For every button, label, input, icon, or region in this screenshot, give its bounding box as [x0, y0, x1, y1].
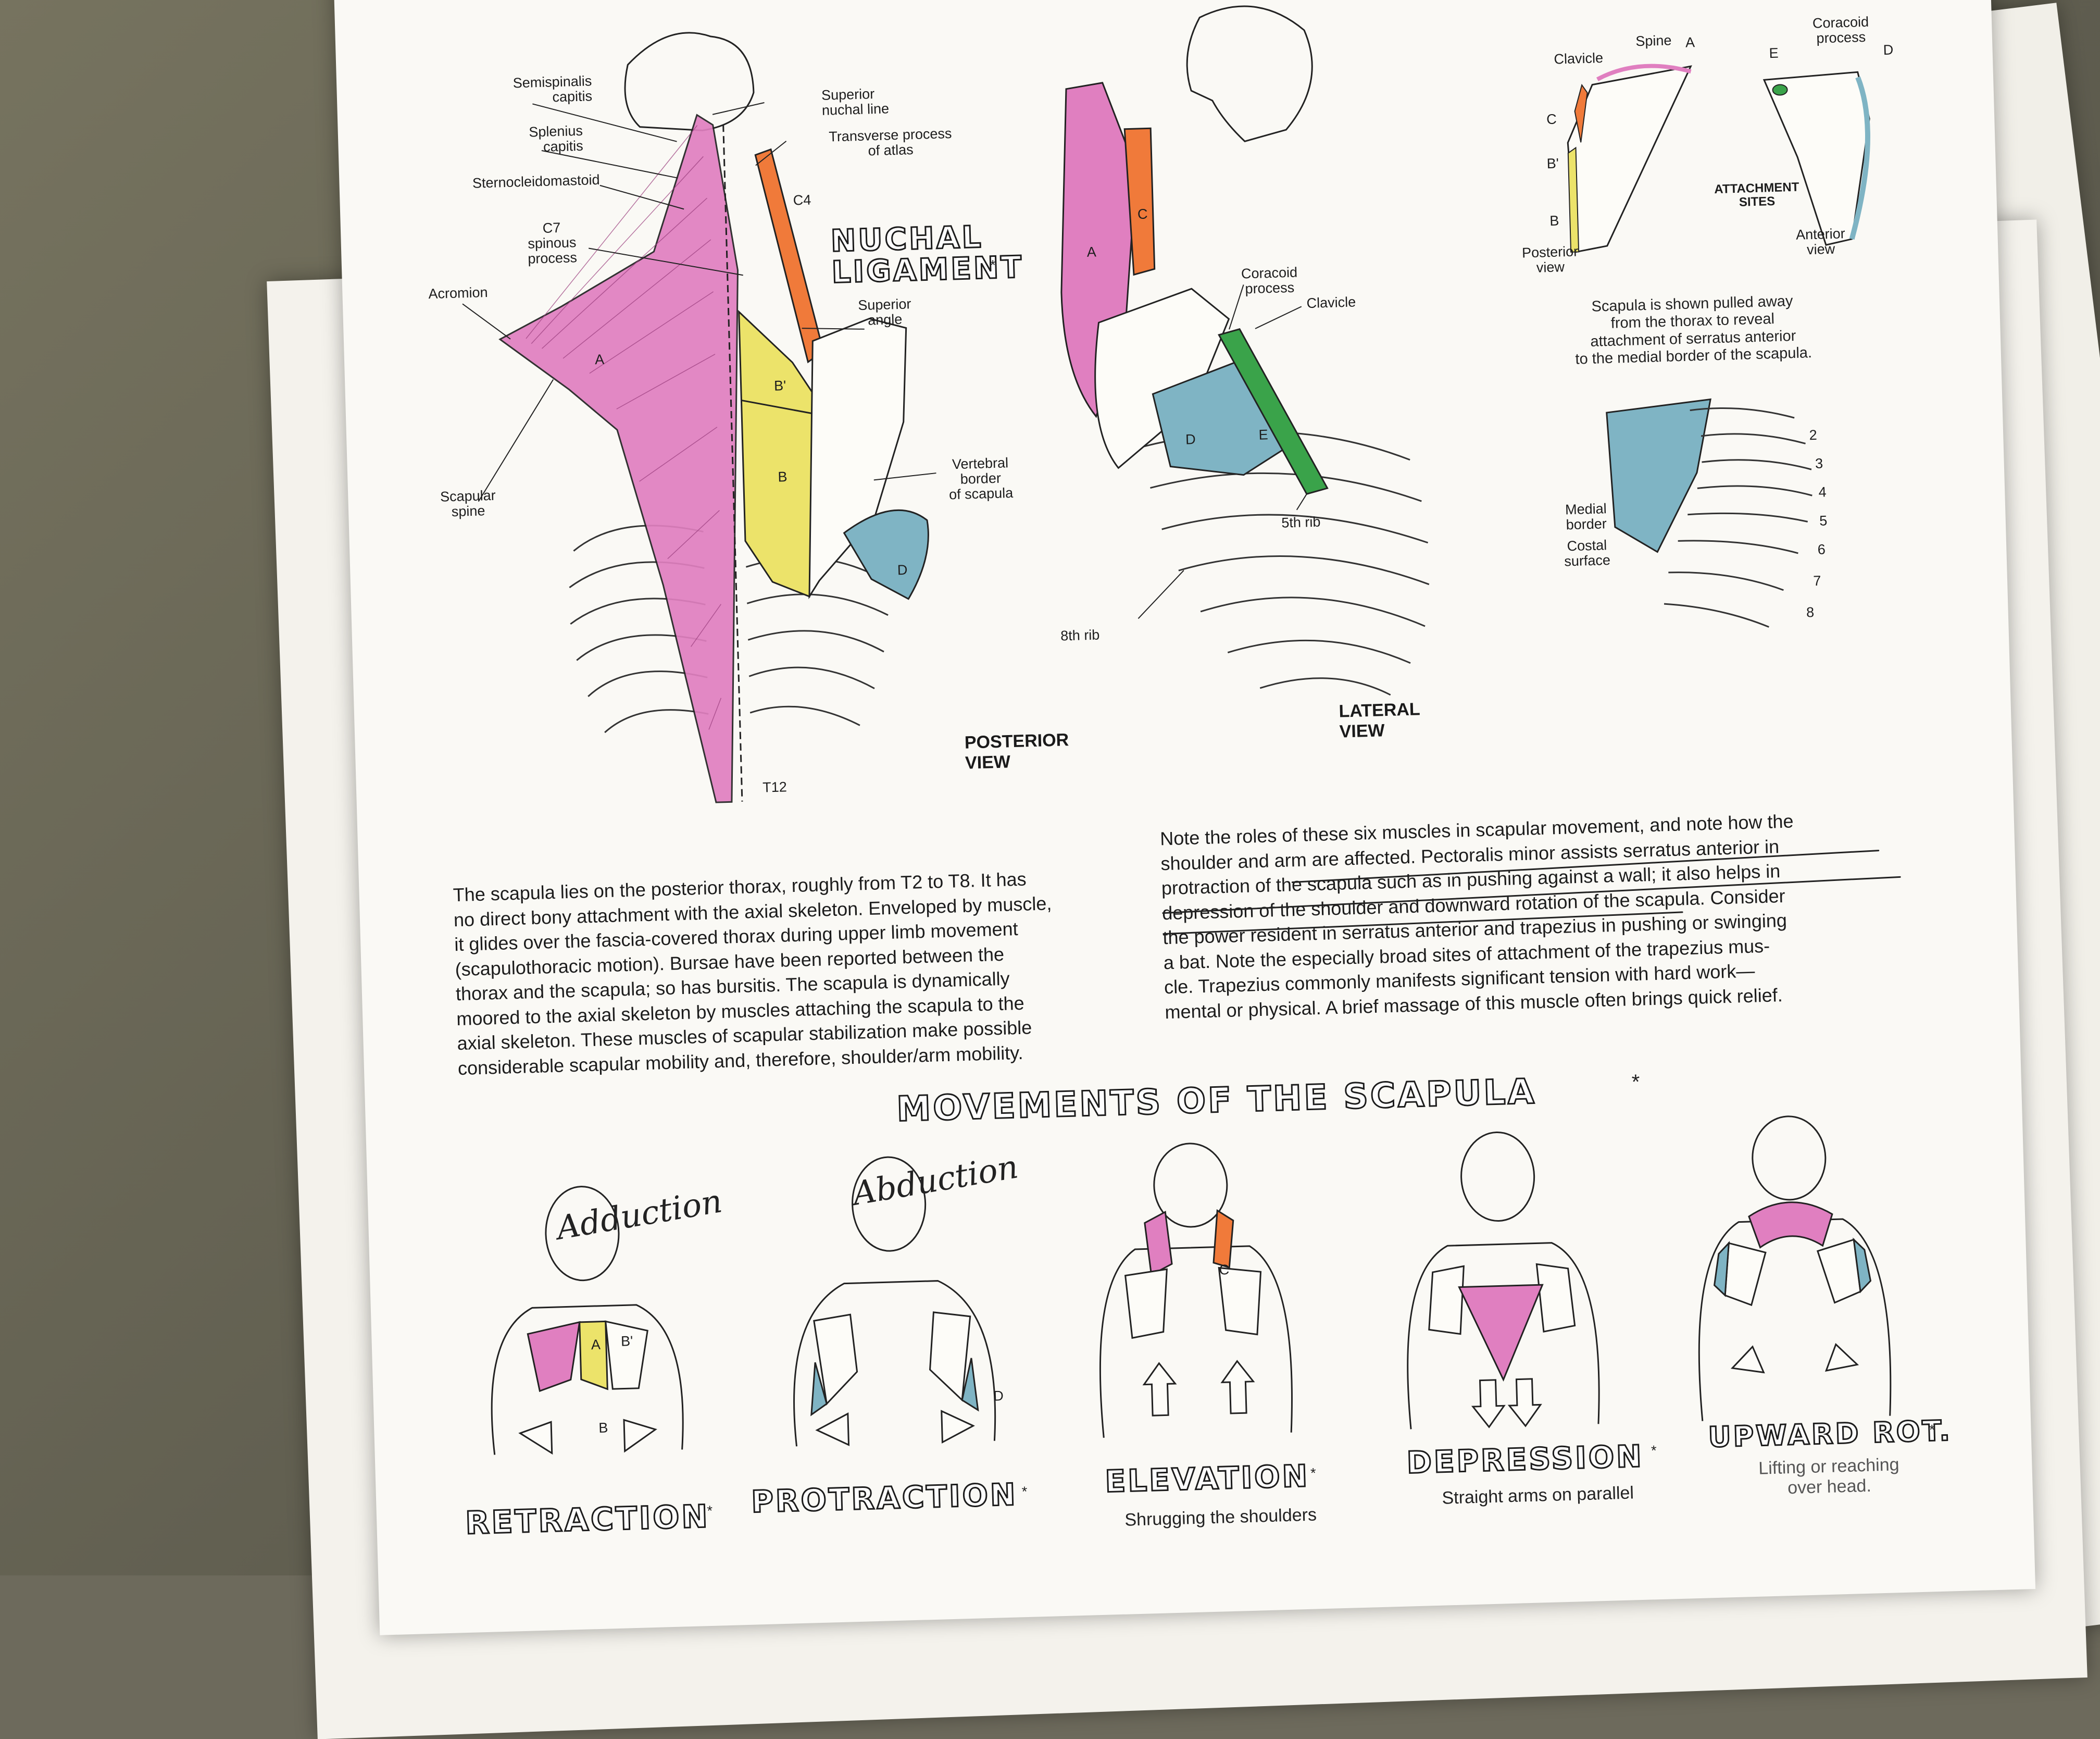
movements-title-asterisk: * [1631, 1070, 1641, 1094]
lateral-view-illustration [1060, 5, 1430, 696]
label-coracoid-process: Coracoid process [1241, 264, 1298, 297]
posterior-view-figure: Semispinalis capitis Splenius capitis St… [333, 0, 1069, 854]
rib-number: 4 [1818, 484, 1827, 500]
label-attach-coracoid: Coracoid process [1812, 14, 1869, 46]
label-superior-angle: Superior angle [857, 296, 911, 328]
rib-number: 2 [1809, 427, 1818, 443]
rib-number: 8 [1806, 604, 1815, 620]
label-superior-nuchal-line: Superior nuchal line [821, 86, 890, 119]
label-attach-clavicle: Clavicle [1554, 49, 1604, 67]
elevation-figure [1099, 1142, 1293, 1438]
lateral-letter-a: A [1086, 244, 1097, 260]
fig-letter-a: A [591, 1336, 601, 1353]
upward-rotation-figure [1698, 1115, 1892, 1421]
label-attachment-sites: ATTACHMENT SITES [1714, 180, 1799, 209]
rib-number: 6 [1817, 541, 1826, 557]
lateral-letter-d: D [1185, 431, 1196, 448]
movement-asterisk: * [1651, 1443, 1657, 1459]
rib-number: 3 [1815, 455, 1823, 471]
label-medial-border: Medial border [1565, 501, 1607, 533]
anatomy-coloring-page: Semispinalis capitis Splenius capitis St… [333, 0, 2036, 1635]
scapula-description-left: The scapula lies on the posterior thorax… [453, 863, 1145, 1080]
movement-elevation: ELEVATION [1104, 1457, 1310, 1500]
label-8th-rib: 8th rib [1060, 627, 1100, 644]
movement-upward-rotation: UPWARD ROT. [1707, 1413, 1953, 1455]
letter-b: B [778, 469, 788, 485]
label-costal-surface: Costal surface [1564, 537, 1611, 569]
movement-asterisk: * [1310, 1465, 1317, 1481]
serratus-anterior [843, 509, 929, 600]
rib-number: 7 [1813, 573, 1821, 589]
rib-number: 5 [1819, 513, 1828, 529]
attach-letter-d: D [1883, 42, 1894, 58]
attach-letter-b-prime: B' [1546, 155, 1559, 172]
movement-protraction: PROTRACTION [750, 1476, 1019, 1520]
label-clavicle: Clavicle [1306, 294, 1356, 312]
scapula-bone [808, 317, 907, 600]
label-spine: Spine [1635, 32, 1672, 49]
lateral-letter-e: E [1258, 427, 1269, 443]
movements-illustrations [491, 1115, 1892, 1455]
lateral-levator [1123, 127, 1156, 276]
trapezius-muscle [498, 114, 739, 803]
label-transverse-process-atlas: Transverse process of atlas [828, 125, 952, 159]
label-5th-rib: 5th rib [1281, 514, 1321, 531]
movement-asterisk: * [1021, 1483, 1028, 1500]
attach-letter-e: E [1769, 45, 1779, 61]
levator-scapulae [754, 148, 824, 364]
fig-letter-b-prime: B' [620, 1333, 633, 1349]
label-vertebral-border: Vertebral border of scapula [948, 455, 1014, 503]
pulled-scapula [1606, 398, 1711, 553]
fig-letter-d: D [993, 1388, 1004, 1404]
movement-asterisk: * [1929, 1422, 1935, 1438]
movement-asterisk: * [707, 1502, 713, 1519]
lateral-letter-c: C [1137, 206, 1148, 222]
attach-letter-c: C [1546, 111, 1557, 128]
attach-letter-b: B [1549, 213, 1559, 229]
lateral-view-label: LATERAL VIEW [1339, 699, 1421, 742]
pectoralis-minor [1218, 328, 1329, 495]
label-t12: T12 [762, 779, 788, 796]
movement-retraction: RETRACTION [464, 1497, 711, 1542]
scapula-pulled-caption: Scapula is shown pulled away from the th… [1575, 293, 1813, 368]
retraction-figure [491, 1186, 684, 1455]
movement-depression: DEPRESSION [1405, 1437, 1645, 1481]
fig-letter-b: B [598, 1420, 608, 1436]
label-scapular-spine: Scapular spine [440, 487, 496, 520]
letter-b-prime: B' [773, 378, 786, 394]
label-splenius-capitis: Splenius capitis [528, 122, 584, 155]
scapula-description-right: Note the roles of these six muscles in s… [1160, 805, 1915, 1024]
label-posterior-view: Posterior view [1521, 243, 1579, 276]
lateral-view-figure: Coracoid process Clavicle 5th rib 8th ri… [1011, 0, 1502, 783]
movements-title: MOVEMENTS OF THE SCAPULA [895, 1071, 1538, 1130]
attachment-sites-figure: Spine Clavicle Coracoid process ATTACHME… [1481, 0, 2023, 791]
nuchal-ligament-asterisk: * [990, 257, 996, 274]
posterior-view-illustration [462, 32, 936, 803]
label-semispinalis-capitis: Semispinalis capitis [512, 73, 593, 105]
letter-d: D [897, 562, 908, 578]
attach-letter-a: A [1685, 34, 1695, 51]
label-acromion: Acromion [428, 284, 488, 302]
attachment-sites-illustration [1567, 64, 1870, 628]
label-c4: C4 [793, 192, 811, 208]
depression-figure [1407, 1131, 1600, 1430]
label-c7-spinous-process: C7 spinous process [527, 220, 578, 267]
protraction-figure [793, 1156, 996, 1447]
fig-letter-c: C [1219, 1261, 1230, 1278]
label-anterior-view: Anterior view [1795, 226, 1846, 258]
upward-rotation-caption: Lifting or reaching over head. [1758, 1455, 1900, 1498]
letter-a: A [594, 351, 605, 368]
